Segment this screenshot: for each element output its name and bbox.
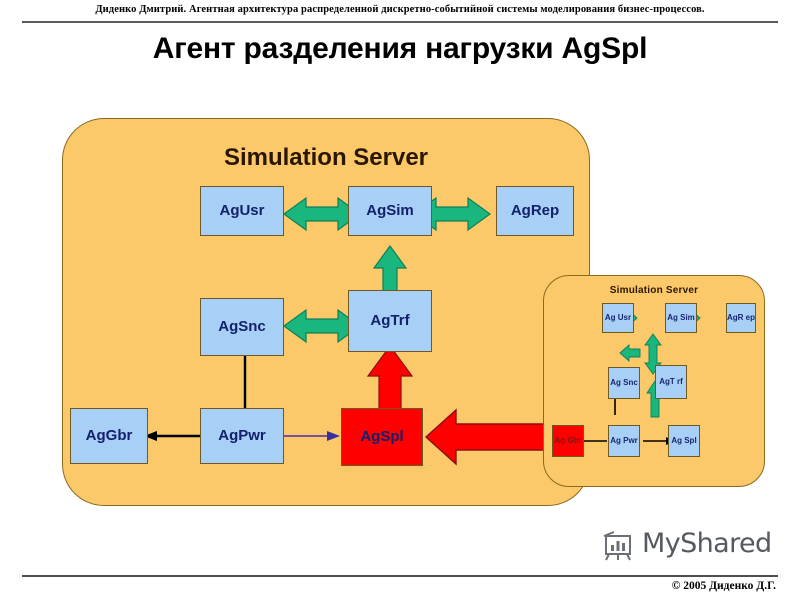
node-aggbr[interactable]: AgGbr [70,408,148,464]
arrow-agpwr-aggbr [144,431,208,441]
page-title: Агент разделения нагрузки AgSpl [152,32,648,65]
inset-node-agpwr[interactable]: Ag Pwr [608,425,640,457]
node-agusr[interactable]: AgUsr [200,186,284,236]
node-agpwr-label: AgPwr [218,426,266,444]
arrow-agsim-agrep [412,196,492,232]
inset-node-agspl-label: Ag Spl [671,435,697,445]
header-divider [22,21,778,23]
inset-node-agtrf[interactable]: AgT rf [655,365,687,399]
inset-arrow-agsim-agtrf [644,333,662,375]
node-agsim-label: AgSim [366,201,414,219]
node-agsnc-label: AgSnc [218,317,266,335]
inset-node-agpwr-label: Ag Pwr [610,435,638,445]
inset-node-agusr-label: Ag Usr [604,312,632,322]
presentation-chart-icon [603,531,631,561]
inset-node-agspl[interactable]: Ag Spl [668,425,700,457]
footer-divider [22,575,778,577]
inset-arrow-agsnc-agtrf [619,343,641,363]
inset-node-agsim[interactable]: Ag Sim [665,303,697,333]
node-agspl[interactable]: AgSpl [341,408,423,466]
node-agusr-label: AgUsr [219,201,265,219]
main-simulation-server-panel: Simulation Server [62,118,590,506]
inset-node-agrep-label: AgR ep [727,312,755,322]
inset-node-agusr[interactable]: Ag Usr [602,303,634,333]
node-aggbr-label: AgGbr [85,426,133,444]
myshared-logo: MyShared [602,528,788,568]
inset-node-aggbr[interactable]: Ag Gbr [552,425,584,457]
inset-panel-title: Simulation Server [609,285,699,296]
node-agrep-label: AgRep [510,201,560,219]
arrow-agpwr-agspl [282,431,340,441]
main-panel-title: Simulation Server [223,144,429,171]
inset-node-agsnc-label: Ag Snc [610,377,638,387]
header-strip: Диденко Дмитрий. Агентная архитектура ра… [0,0,800,26]
node-agrep[interactable]: AgRep [496,186,574,236]
node-agsim[interactable]: AgSim [348,186,432,236]
myshared-logo-text: MyShared [642,528,772,559]
node-agsnc[interactable]: AgSnc [200,298,284,356]
node-agspl-label: AgSpl [360,427,404,445]
header-note: Диденко Дмитрий. Агентная архитектура ра… [95,4,705,15]
inset-node-agsnc[interactable]: Ag Snc [608,367,640,399]
footer-copyright: © 2005 Диденко Д.Г. [671,580,776,592]
inset-node-agrep[interactable]: AgR ep [726,303,756,333]
node-agtrf[interactable]: AgTrf [348,290,432,352]
inset-node-agsim-label: Ag Sim [667,312,695,322]
node-agpwr[interactable]: AgPwr [200,408,284,464]
node-agtrf-label: AgTrf [370,311,410,329]
inset-node-agtrf-label: AgT rf [659,376,683,386]
inset-node-aggbr-label: Ag Gbr [554,435,582,445]
